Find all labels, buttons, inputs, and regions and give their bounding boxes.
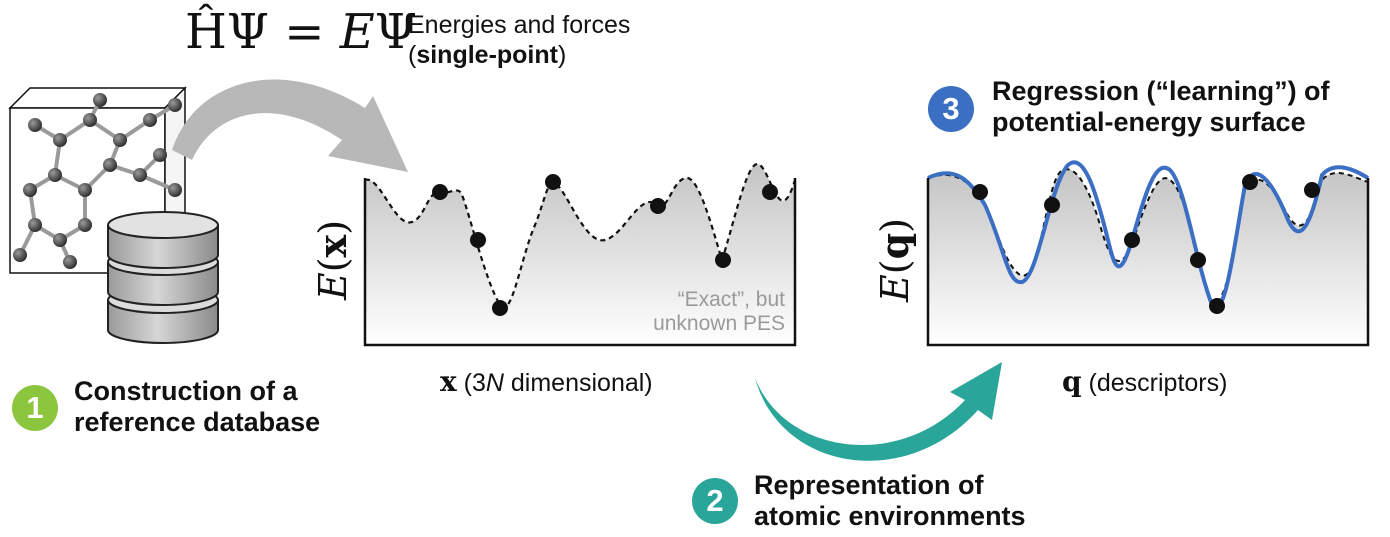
step-2-badge: 2 <box>692 478 738 524</box>
left-y-axis-label: E(x) <box>310 219 355 301</box>
sample-point <box>650 198 666 214</box>
left-pes-plot <box>363 162 797 347</box>
exact-pes-note: “Exact”, but unknown PES <box>653 288 785 335</box>
sample-point <box>1209 298 1225 314</box>
left-x-axis-label: x (3N dimensional) <box>440 365 653 398</box>
sample-point <box>1190 252 1206 268</box>
step-3-label: Regression (“learning”) of potential-ene… <box>992 76 1330 137</box>
sample-point <box>1124 232 1140 248</box>
sample-point <box>545 174 561 190</box>
sample-point <box>1044 197 1060 213</box>
step-2-label: Representation of atomic environments <box>754 470 1026 531</box>
step-1-label: Construction of a reference database <box>74 376 321 437</box>
sample-point <box>715 252 731 268</box>
right-pes-plot <box>926 160 1370 347</box>
sample-point <box>762 184 778 200</box>
sample-point <box>432 184 448 200</box>
energies-forces-label: Energies and forces (single-point) <box>408 11 631 69</box>
step-1-badge: 1 <box>12 385 58 431</box>
sample-point <box>1304 182 1320 198</box>
right-y-axis-label: E(q) <box>872 218 917 302</box>
teal-arrow-icon <box>755 362 1002 461</box>
schrodinger-equation: ĤΨ = EΨ <box>185 4 417 60</box>
sample-point <box>492 300 508 316</box>
sample-point <box>1242 174 1258 190</box>
step-3-badge: 3 <box>928 86 974 132</box>
fit-curve <box>927 160 1370 310</box>
sample-point <box>470 232 486 248</box>
curved-arrow-icon <box>172 79 408 172</box>
right-x-axis-label: q (descriptors) <box>1062 365 1228 398</box>
database-icon <box>107 211 219 344</box>
sample-point <box>972 184 988 200</box>
